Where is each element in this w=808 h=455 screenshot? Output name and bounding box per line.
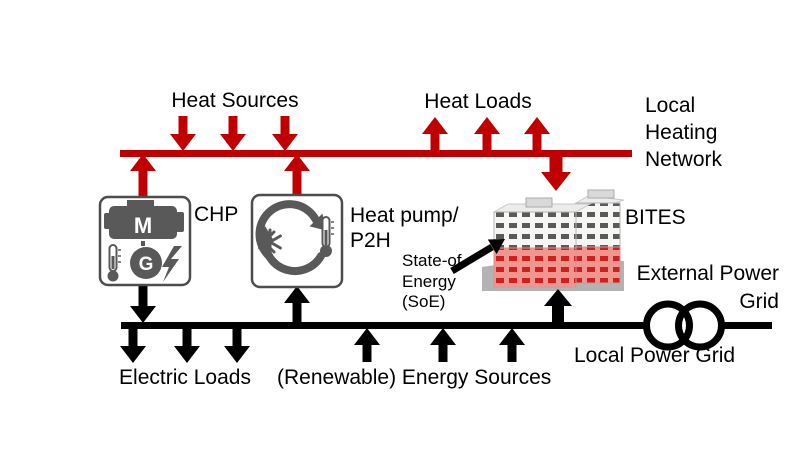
heat-source-arrow — [170, 116, 196, 151]
bites-building-illustration — [482, 189, 625, 291]
transformer-icon — [643, 300, 725, 351]
bites-label: BITES — [625, 206, 686, 229]
snowflake-icon — [258, 228, 282, 256]
electric-loads-label: Electric Loads — [119, 366, 251, 389]
local-power-grid-label: Local Power Grid — [574, 344, 736, 367]
heat-pump-unit — [250, 193, 344, 289]
heat-loads-label: Heat Loads — [424, 90, 532, 113]
electric-load-arrow — [224, 326, 250, 363]
heat-source-arrow — [220, 116, 246, 151]
building-soe-red-fill — [493, 247, 577, 288]
heat-pump-heat-output-arrow — [284, 154, 310, 196]
bites-heat-charge-arrow — [541, 155, 571, 191]
heat-source-arrow — [272, 116, 298, 151]
bites-electric-charge-arrow — [544, 289, 572, 324]
thermometer-icon — [107, 244, 121, 282]
lightning-icon — [162, 246, 182, 282]
thermometer-icon — [320, 216, 334, 257]
engine-motor-icon: M — [104, 200, 184, 246]
chp-heat-output-arrow — [130, 154, 156, 197]
chp-label: CHP — [194, 203, 239, 226]
local-heating-network-bus — [120, 116, 632, 197]
local-heating-network-label: Local Heating Network — [645, 94, 723, 171]
electric-load-arrow — [120, 326, 146, 363]
chp-unit: M G — [98, 195, 192, 287]
rooftop-box-right — [587, 189, 615, 199]
generator-letter: G — [139, 254, 154, 275]
heat-load-arrow — [524, 117, 550, 156]
energy-source-arrow — [430, 328, 456, 362]
rooftop-box-left — [525, 197, 553, 208]
renewable-energy-sources-label: (Renewable) Energy Sources — [277, 366, 552, 389]
external-power-grid-label: External Power Grid — [636, 262, 779, 313]
generator-icon: G — [130, 247, 162, 279]
soe-pointer-arrow — [450, 239, 505, 275]
electric-load-arrow — [174, 326, 200, 363]
energy-source-arrow — [499, 328, 525, 362]
motor-letter: M — [134, 213, 152, 238]
heat-sources-label: Heat Sources — [171, 89, 299, 112]
state-of-energy-label: State-of- Energy (SoE) — [402, 251, 468, 311]
heat-load-arrow — [422, 117, 448, 156]
heat-pump-electric-input-arrow — [284, 286, 310, 323]
local-power-grid-bus — [120, 284, 772, 363]
heat-load-arrow — [474, 117, 500, 156]
energy-source-arrow — [354, 328, 380, 362]
heat-pump-label: Heat pump/ P2H — [350, 204, 459, 252]
chp-electric-output-arrow — [130, 284, 156, 323]
